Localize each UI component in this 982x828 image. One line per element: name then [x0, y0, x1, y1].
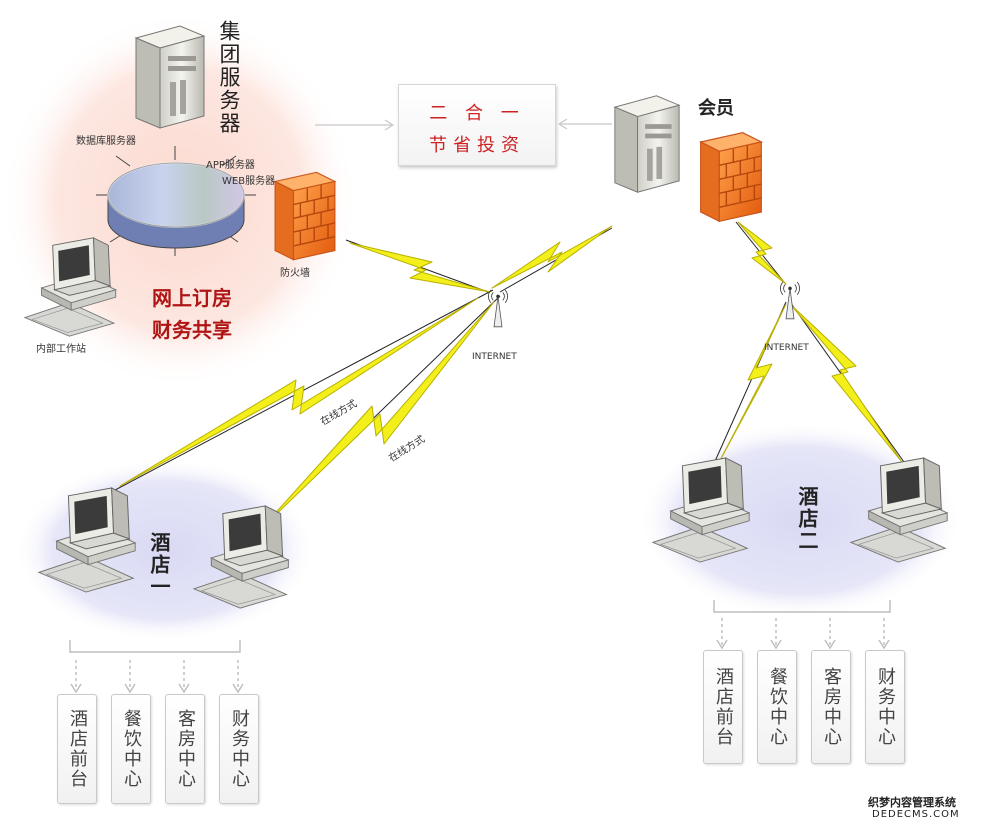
- group-server-icon: [135, 25, 205, 129]
- hotel-two-label: 酒店二: [795, 486, 819, 552]
- hotel-one-dept-rooms: 客房中心: [165, 694, 205, 804]
- hotel-two-dept-finance: 财务中心: [865, 650, 905, 764]
- antenna-right-icon: [779, 281, 801, 320]
- watermark-line-2: DEDECMS.COM: [872, 809, 960, 820]
- app-server-label: APP服务器: [206, 160, 255, 171]
- antenna-left-icon: [487, 289, 509, 328]
- hotel-one-dept-finance: 财务中心: [219, 694, 259, 804]
- firewall-left-icon: [274, 171, 336, 261]
- member-server-icon: [614, 95, 680, 193]
- promo-box: 二 合 一 节省投资: [398, 84, 556, 166]
- hotel-one-dept-dining: 餐饮中心: [111, 694, 151, 804]
- feature-line-1: 网上订房: [152, 286, 232, 310]
- hotel-two-bracket: [713, 600, 891, 650]
- firewall-left-label: 防火墙: [280, 268, 310, 279]
- group-server-label: 集团服务器: [217, 20, 241, 135]
- hotel-one-dept-front-desk: 酒店前台: [57, 694, 97, 804]
- promo-line-1: 二 合 一: [429, 103, 525, 124]
- internal-workstation-label: 内部工作站: [36, 344, 86, 355]
- promo-line-2: 节省投资: [429, 135, 525, 156]
- hotel-one-label: 酒店一: [147, 532, 171, 598]
- hotel-two-dept-dining: 餐饮中心: [757, 650, 797, 764]
- internet-right-label: INTERNET: [764, 343, 809, 353]
- database-disk: [96, 146, 256, 256]
- db-server-label: 数据库服务器: [76, 136, 136, 147]
- hotel-one-bracket: [69, 640, 244, 694]
- internet-left-label: INTERNET: [472, 352, 517, 362]
- firewall-right-icon: [699, 131, 763, 223]
- watermark-line-1: 织梦内容管理系统: [868, 796, 956, 809]
- hotel-two-dept-rooms: 客房中心: [811, 650, 851, 764]
- hotel-two-dept-front-desk: 酒店前台: [703, 650, 743, 764]
- lightning-bolts: [119, 221, 903, 531]
- member-label: 会员: [698, 98, 734, 119]
- feature-line-2: 财务共享: [152, 318, 232, 342]
- promo-arrows: [315, 118, 612, 131]
- web-server-label: WEB服务器: [222, 176, 276, 187]
